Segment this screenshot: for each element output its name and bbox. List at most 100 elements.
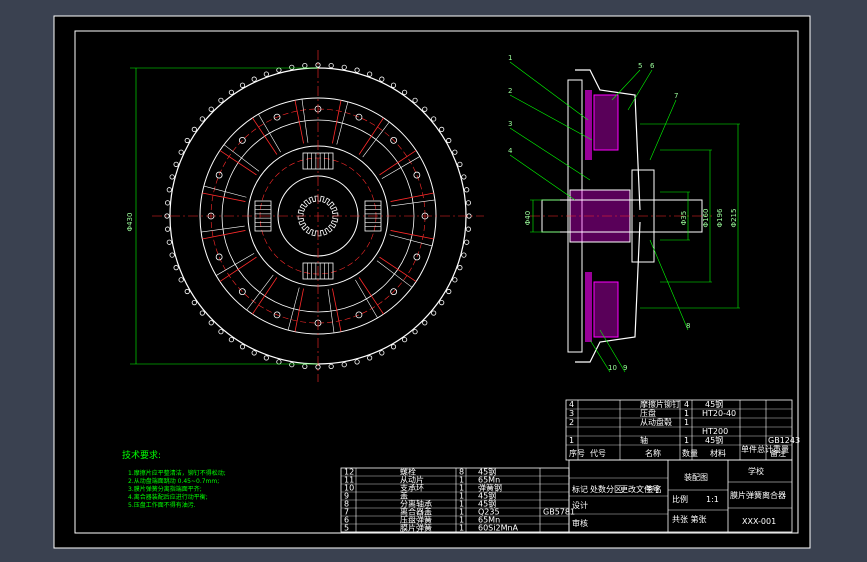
bom-cell: 弹簧钢 xyxy=(478,483,502,493)
bom-cell: 分离轴承 xyxy=(400,499,432,509)
svg-text:Φ196: Φ196 xyxy=(716,208,724,227)
slot-line xyxy=(391,199,435,207)
gear-tooth xyxy=(402,337,408,343)
svg-text:标记: 标记 xyxy=(572,484,588,494)
svg-text:审核: 审核 xyxy=(572,518,588,528)
slot-line xyxy=(358,277,384,315)
gear-tooth xyxy=(390,344,397,350)
svg-text:Φ160: Φ160 xyxy=(702,209,710,228)
gear-tooth xyxy=(166,187,172,193)
gear-tooth xyxy=(263,355,269,361)
slot-line xyxy=(215,253,255,276)
slot-line xyxy=(219,150,257,176)
drawing-title: 装配图 xyxy=(684,472,708,482)
gear-tooth xyxy=(228,89,234,95)
svg-text:1:1: 1:1 xyxy=(706,495,719,504)
gear-tooth xyxy=(465,226,472,232)
svg-text:分区: 分区 xyxy=(606,485,622,494)
leader-number: 4 xyxy=(508,147,513,155)
gear-tooth xyxy=(239,82,246,88)
svg-text:HT20-40: HT20-40 xyxy=(702,409,736,418)
slot-line xyxy=(390,230,434,240)
part-name: 膜片弹簧离合器 xyxy=(730,490,786,500)
svg-text:2: 2 xyxy=(569,418,574,427)
bom-cell: 支承环 xyxy=(400,483,424,493)
gear-tooth xyxy=(169,174,175,180)
gear-tooth xyxy=(379,76,385,82)
leader-number: 3 xyxy=(508,120,512,128)
bom-cell: 5 xyxy=(344,524,349,533)
rivet-hole xyxy=(273,311,281,319)
rivet-hole xyxy=(413,253,421,261)
pressure-plate-top xyxy=(593,94,619,151)
gear-tooth xyxy=(178,277,184,283)
slot-line xyxy=(246,274,274,311)
bom-cell: 65Mn xyxy=(478,476,500,485)
svg-text:压盘: 压盘 xyxy=(640,408,656,418)
damper-spring xyxy=(302,152,334,170)
leader-number: 7 xyxy=(674,92,678,100)
svg-text:设计: 设计 xyxy=(572,500,588,510)
svg-text:代号: 代号 xyxy=(590,448,606,458)
gear-tooth xyxy=(452,149,458,155)
gear-tooth xyxy=(218,329,224,335)
leader-number: 1 xyxy=(508,54,512,62)
leader-line xyxy=(611,69,641,101)
bom-cell: 8 xyxy=(344,500,349,509)
rivet-hole xyxy=(215,171,223,179)
svg-text:Φ40: Φ40 xyxy=(524,211,532,225)
bom-cell: 45钢 xyxy=(478,491,496,501)
bom-cell: 10 xyxy=(344,484,354,493)
gear-tooth xyxy=(354,67,360,73)
gear-tooth xyxy=(402,89,408,95)
gear-tooth xyxy=(228,337,234,343)
gear-tooth xyxy=(457,161,463,167)
gear-tooth xyxy=(166,239,172,245)
slot-line xyxy=(201,225,245,233)
slot-line xyxy=(287,287,300,331)
gear-tooth xyxy=(461,252,467,258)
gear-tooth xyxy=(439,126,445,132)
gear-tooth xyxy=(446,288,452,295)
slot-line xyxy=(252,117,278,155)
slot-line xyxy=(379,256,417,282)
bom-cell: 1 xyxy=(459,508,464,517)
gear-tooth xyxy=(379,350,385,356)
gear-tooth xyxy=(178,149,184,155)
bom-cell: 45钢 xyxy=(478,499,496,509)
gear-tooth xyxy=(464,187,470,193)
gear-tooth xyxy=(367,355,373,361)
gear-tooth xyxy=(164,200,171,206)
left-dimension: Φ40 xyxy=(524,199,560,233)
svg-text:数量: 数量 xyxy=(682,448,698,458)
slot-line xyxy=(381,156,421,179)
bom-cell: 螺栓 xyxy=(400,467,416,477)
gear-tooth xyxy=(199,116,205,122)
leader-number: 6 xyxy=(650,62,655,70)
gear-tooth xyxy=(328,62,334,69)
dim-outer-diameter: Φ430 xyxy=(126,213,134,232)
slot-line xyxy=(358,117,384,155)
school-name: 学校 xyxy=(748,466,764,476)
bom-cell: 1 xyxy=(459,516,464,525)
gear-tooth xyxy=(390,82,397,88)
gear-tooth xyxy=(173,265,179,271)
svg-text:备注: 备注 xyxy=(770,448,786,458)
slot-line xyxy=(332,100,342,144)
bom-cell: 1 xyxy=(459,476,464,485)
svg-text:轴: 轴 xyxy=(640,435,648,445)
bom-cell: 1 xyxy=(459,492,464,501)
gear-tooth xyxy=(191,126,197,132)
slot-line xyxy=(294,288,304,332)
leader-line xyxy=(509,94,593,141)
gear-tooth xyxy=(164,213,170,219)
gear-tooth xyxy=(431,116,437,122)
svg-text:GB1243: GB1243 xyxy=(768,436,800,445)
gear-tooth xyxy=(173,161,179,167)
cover-outline xyxy=(575,69,641,363)
right-dimensions: Φ35 Φ160 Φ196 Φ215 xyxy=(640,123,740,309)
rivet-hole xyxy=(390,136,398,144)
svg-text:序号: 序号 xyxy=(569,448,585,458)
gear-tooth xyxy=(412,329,418,335)
gear-tooth xyxy=(328,363,334,370)
